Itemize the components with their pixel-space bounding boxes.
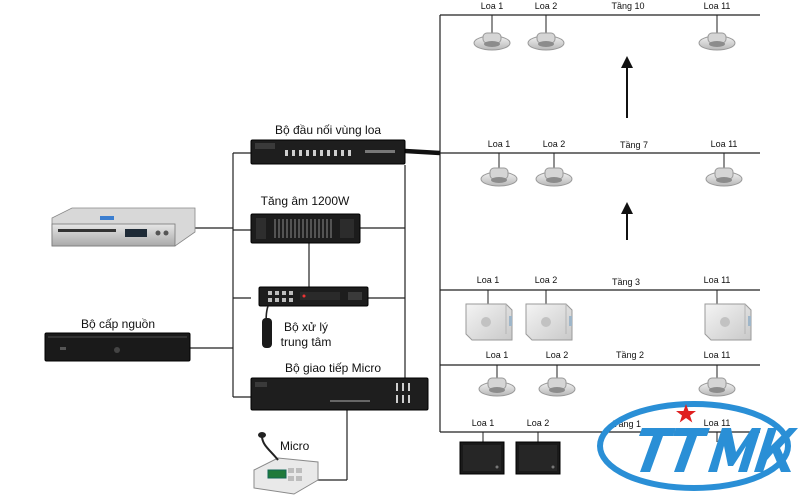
speaker-label: Loa 11: [704, 418, 731, 428]
mic-interface-unit-icon: [250, 377, 429, 411]
star-icon: [676, 404, 696, 423]
floor-3: Loa 1 Loa 2 Tầng 3 Loa 11: [465, 275, 752, 341]
speaker-label: Loa 11: [704, 275, 731, 285]
paging-microphone-icon: [253, 432, 319, 495]
trunk-cable: [404, 148, 441, 156]
wall-speaker-icon: [525, 303, 573, 341]
floor-1: Loa 1 Loa 2 Tầng 1 Loa 11: [459, 418, 731, 475]
floor-label: Tầng 7: [620, 140, 648, 150]
speaker-label: Loa 1: [481, 1, 504, 11]
ceiling-speaker-icon: [480, 167, 518, 187]
floor-label: Tầng 1: [613, 419, 641, 429]
wall-speaker-icon: [465, 303, 513, 341]
ceiling-speaker-icon: [698, 32, 736, 51]
speaker-label: Loa 2: [527, 418, 550, 428]
speaker-label: Loa 1: [472, 418, 495, 428]
amplifier-label: Tăng âm 1200W: [261, 194, 350, 208]
zone-selector-label: Bộ đầu nối vùng loa: [275, 123, 381, 137]
dvd-player-icon: [51, 207, 196, 247]
box-speaker-icon: [459, 441, 505, 475]
processor-label-line2: trung tâm: [281, 335, 332, 349]
microphone-label: Micro: [280, 439, 310, 453]
speaker-label: Loa 2: [535, 1, 558, 11]
floor-label: Tầng 2: [616, 350, 644, 360]
arrow-up-icon: [621, 202, 633, 214]
power-supply-label: Bộ cấp nguồn: [81, 317, 155, 331]
box-speaker-icon: [515, 441, 561, 475]
speaker-label: Loa 11: [704, 350, 731, 360]
speaker-drops: [482, 15, 725, 442]
paging-handset-icon: [262, 305, 272, 348]
amplifier-unit-icon: [250, 213, 361, 244]
ceiling-speaker-icon: [535, 167, 573, 187]
floor-7: Loa 1 Loa 2 Tầng 7 Loa 11: [480, 139, 743, 187]
speaker-label: Loa 1: [488, 139, 511, 149]
floor-label: Tầng 10: [611, 1, 644, 11]
ceiling-speaker-icon: [698, 377, 736, 397]
continuation-arrows: [621, 56, 633, 240]
logo-letters: [639, 428, 798, 472]
arrow-up-icon: [621, 56, 633, 68]
zone-selector-unit-icon: [250, 139, 406, 165]
floor-label: Tầng 3: [612, 277, 640, 287]
speaker-label: Loa 11: [711, 139, 738, 149]
power-supply-unit-icon: [44, 332, 191, 362]
mic-interface-label: Bộ giao tiếp Micro: [285, 361, 381, 375]
ceiling-speaker-icon: [538, 377, 576, 397]
wall-speaker-icon: [704, 303, 752, 341]
speaker-label: Loa 1: [477, 275, 500, 285]
speaker-label: Loa 2: [535, 275, 558, 285]
ceiling-speaker-icon: [473, 32, 511, 51]
ceiling-speaker-icon: [705, 167, 743, 187]
processor-label-line1: Bộ xử lý: [284, 320, 328, 334]
central-processor-unit-icon: [258, 286, 369, 307]
company-logo: [597, 401, 798, 491]
floor-10: Loa 1 Loa 2 Tầng 10 Loa 11: [473, 1, 736, 51]
speaker-label: Loa 11: [704, 1, 731, 11]
ceiling-speaker-icon: [478, 377, 516, 397]
floor-2: Loa 1 Loa 2 Tầng 2 Loa 11: [478, 350, 736, 397]
speaker-label: Loa 2: [546, 350, 569, 360]
speaker-label: Loa 1: [486, 350, 509, 360]
speaker-label: Loa 2: [543, 139, 566, 149]
ceiling-speaker-icon: [527, 32, 565, 51]
